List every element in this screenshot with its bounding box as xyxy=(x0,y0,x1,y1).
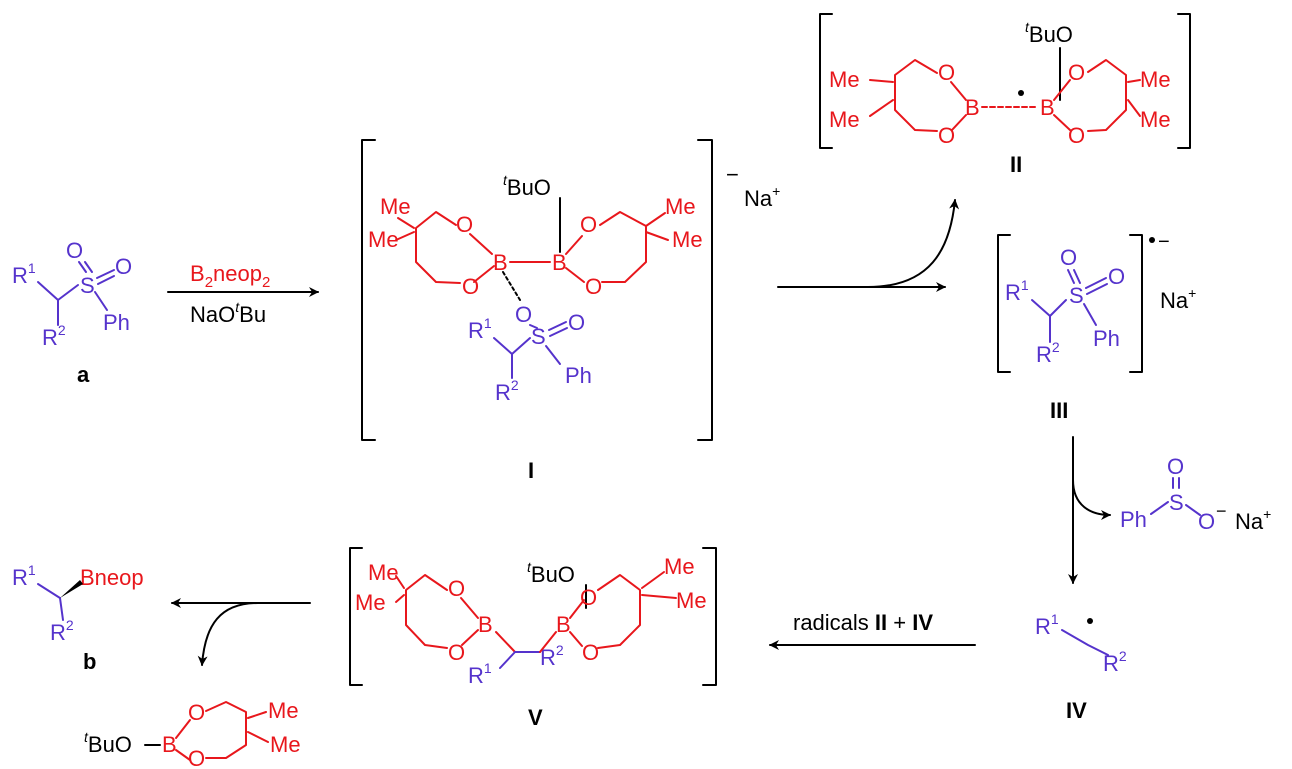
svg-text:−: − xyxy=(1216,501,1227,521)
svg-text:Na+: Na+ xyxy=(744,183,780,211)
svg-text:R1: R1 xyxy=(1005,277,1029,305)
svg-text:O: O xyxy=(580,585,597,610)
svg-text:Me: Me xyxy=(380,194,411,219)
svg-text:O: O xyxy=(188,746,205,769)
svg-text:Me: Me xyxy=(355,590,386,615)
svg-text:S: S xyxy=(80,273,95,298)
arrow-I-to-III xyxy=(777,199,960,292)
svg-text:R1: R1 xyxy=(468,660,492,688)
product-b: R1 R2 Bneop b xyxy=(12,562,144,674)
arrow-IV-to-V: radicals II + IV xyxy=(769,610,976,650)
radical-anion-III: − Na+ III R1 R2 S O O Ph xyxy=(997,231,1196,423)
svg-text:Na+: Na+ xyxy=(1160,285,1196,313)
svg-text:O: O xyxy=(1060,245,1077,270)
svg-text:R2: R2 xyxy=(50,617,74,645)
svg-text:Ph: Ph xyxy=(103,310,130,335)
svg-text:O: O xyxy=(1108,264,1125,289)
svg-text:Ph: Ph xyxy=(1093,326,1120,351)
svg-text:Me: Me xyxy=(368,560,399,585)
svg-text:B: B xyxy=(965,95,980,120)
svg-text:O: O xyxy=(448,640,465,665)
svg-text:−: − xyxy=(726,162,739,187)
svg-text:O: O xyxy=(448,576,465,601)
label-a: a xyxy=(77,362,90,387)
svg-text:R2: R2 xyxy=(495,377,519,405)
label-II: II xyxy=(1010,152,1022,177)
svg-text:O: O xyxy=(188,700,205,725)
svg-text:R1: R1 xyxy=(12,260,36,288)
svg-text:Me: Me xyxy=(368,227,399,252)
svg-text:B: B xyxy=(556,612,571,637)
label-b: b xyxy=(83,649,96,674)
svg-text:S: S xyxy=(1169,490,1184,515)
svg-text:S: S xyxy=(531,324,546,349)
svg-text:Me: Me xyxy=(676,588,707,613)
svg-text:S: S xyxy=(1069,283,1084,308)
svg-text:O: O xyxy=(1167,454,1184,479)
svg-text:O: O xyxy=(456,212,473,237)
svg-text:O: O xyxy=(938,123,955,148)
svg-text:O: O xyxy=(585,274,602,299)
substrate-a: R1 R2 S O O Ph a xyxy=(12,238,132,387)
svg-text:O: O xyxy=(115,254,132,279)
svg-text:radicals II + IV: radicals II + IV xyxy=(793,610,933,635)
svg-text:O: O xyxy=(582,640,599,665)
svg-text:Me: Me xyxy=(1140,107,1171,132)
svg-text:R1: R1 xyxy=(468,315,492,343)
label-IV: IV xyxy=(1066,698,1087,723)
complex-V: V tBuO Me Me O O B R1 R2 B O O Me Me xyxy=(349,547,717,730)
label-V: V xyxy=(528,705,543,730)
svg-text:Me: Me xyxy=(829,67,860,92)
svg-text:O: O xyxy=(1198,509,1215,534)
svg-text:Me: Me xyxy=(664,554,695,579)
svg-text:Me: Me xyxy=(665,194,696,219)
svg-text:Ph: Ph xyxy=(1120,507,1147,532)
radical-IV: R1 R2 IV xyxy=(1035,611,1127,723)
radical-II: II tBuO Me Me O O B B O O Me Me xyxy=(819,13,1191,177)
svg-text:B: B xyxy=(478,612,493,637)
svg-text:O: O xyxy=(462,274,479,299)
svg-text:R1: R1 xyxy=(1035,611,1059,639)
svg-text:Na+: Na+ xyxy=(1235,506,1271,534)
svg-text:O: O xyxy=(938,60,955,85)
svg-text:R2: R2 xyxy=(1036,339,1060,367)
svg-text:tBuO: tBuO xyxy=(1025,19,1073,47)
label-III: III xyxy=(1050,398,1068,423)
svg-text:Me: Me xyxy=(270,732,301,757)
svg-text:O: O xyxy=(66,238,83,263)
svg-text:B: B xyxy=(1040,95,1055,120)
svg-text:R2: R2 xyxy=(540,642,564,670)
svg-text:O: O xyxy=(568,310,585,335)
svg-text:tBuO: tBuO xyxy=(84,729,132,757)
svg-text:tBuO: tBuO xyxy=(527,559,575,587)
svg-text:Me: Me xyxy=(268,698,299,723)
svg-text:R2: R2 xyxy=(42,322,66,350)
arrow-V-to-b xyxy=(171,598,311,666)
svg-text:O: O xyxy=(1068,60,1085,85)
svg-text:tBuO: tBuO xyxy=(503,172,551,200)
svg-text:O: O xyxy=(580,212,597,237)
svg-text:B: B xyxy=(162,732,177,757)
svg-text:B2neop2: B2neop2 xyxy=(190,261,270,291)
svg-text:Bneop: Bneop xyxy=(80,565,144,590)
tBuO-Bneop: tBuO B O O Me Me xyxy=(84,698,301,769)
svg-text:NaOtBu: NaOtBu xyxy=(190,299,266,327)
arrow-III-to-IV xyxy=(1068,436,1111,584)
svg-text:R2: R2 xyxy=(1103,648,1127,676)
reagent-arrow-1: B2neop2 NaOtBu xyxy=(167,261,319,327)
svg-text:O: O xyxy=(515,302,532,327)
complex-I: − Na+ I tBuO Me Me O O B B O O Me Me O S… xyxy=(361,139,780,483)
svg-text:Ph: Ph xyxy=(565,363,592,388)
svg-text:−: − xyxy=(1158,231,1170,253)
svg-text:O: O xyxy=(1068,123,1085,148)
svg-text:Me: Me xyxy=(829,107,860,132)
svg-text:B: B xyxy=(552,250,567,275)
svg-text:Me: Me xyxy=(672,227,703,252)
svg-text:R1: R1 xyxy=(12,562,36,590)
sodium-sulfinate: Ph S O O − Na+ xyxy=(1120,454,1271,534)
label-I: I xyxy=(528,458,534,483)
svg-text:Me: Me xyxy=(1140,67,1171,92)
svg-text:B: B xyxy=(493,250,508,275)
